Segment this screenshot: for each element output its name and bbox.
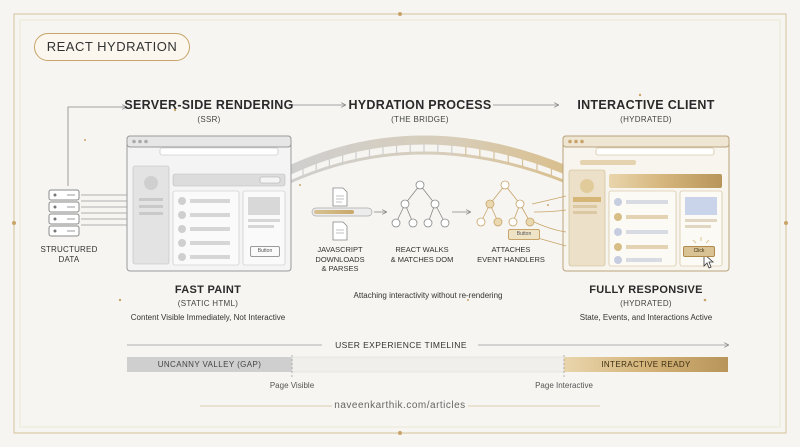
- data-flow-lines: [81, 194, 127, 226]
- corner-ornaments: [12, 12, 788, 435]
- ssr-subheading: (SSR): [197, 115, 221, 124]
- ssr-heading: SERVER-SIDE RENDERING: [124, 98, 294, 112]
- step-js-downloads: JAVASCRIPT DOWNLOADS & PARSES: [315, 245, 365, 273]
- ssr-caption-title: FAST PAINT: [174, 284, 242, 296]
- timeline-middle-bar: [291, 356, 565, 373]
- bridge-graphic: [288, 135, 568, 184]
- footer-link[interactable]: naveenkarthik.com/articles: [334, 400, 466, 411]
- tree-icon: [476, 180, 535, 227]
- client-caption-desc: State, Events, and Interactions Active: [579, 313, 713, 322]
- client-subheading: (HYDRATED): [620, 115, 672, 124]
- timeline-heading: USER EXPERIENCE TIMELINE: [335, 340, 467, 350]
- hydration-note: Attaching interactivity without re-rende…: [353, 291, 503, 300]
- hydration-heading: HYDRATION PROCESS: [348, 98, 492, 112]
- client-caption-sub: (HYDRATED): [620, 299, 672, 308]
- tree-icon: [391, 180, 450, 228]
- hydration-subheading: (THE BRIDGE): [391, 115, 449, 124]
- marker-interactive-label: Page Interactive: [535, 381, 593, 390]
- document-icon: [332, 187, 348, 207]
- timeline-ready-label: INTERACTIVE READY: [601, 360, 691, 369]
- inner-frame: [19, 19, 781, 428]
- server-icon: [48, 189, 80, 237]
- client-caption-title: FULLY RESPONSIVE: [589, 284, 703, 296]
- ssr-caption-sub: (STATIC HTML): [177, 299, 239, 308]
- client-click-button[interactable]: Click: [683, 246, 715, 257]
- data-to-ssr-arrow: [67, 107, 126, 186]
- page-title: REACT HYDRATION: [34, 33, 190, 61]
- timeline-ready-bar: [564, 357, 728, 372]
- client-heading: INTERACTIVE CLIENT: [577, 98, 715, 112]
- ssr-static-button: Button: [250, 246, 280, 257]
- document-icon: [332, 221, 348, 241]
- ssr-caption-desc: Content Visible Immediately, Not Interac…: [130, 313, 286, 322]
- marker-visible-label: Page Visible: [269, 381, 315, 390]
- cursor-icon: [703, 253, 715, 269]
- timeline-gap-label: UNCANNY VALLEY (GAP): [157, 360, 262, 369]
- js-loading-fill: [314, 210, 354, 214]
- timeline-gap-bar: [127, 357, 292, 372]
- browser-icon-ssr: [126, 135, 292, 272]
- structured-data-label: STRUCTURED DATA: [40, 245, 98, 264]
- hydration-button: Button: [508, 229, 540, 240]
- step-react-walks: REACT WALKS & MATCHES DOM: [390, 245, 454, 264]
- step-attaches-handlers: ATTACHES EVENT HANDLERS: [477, 245, 545, 264]
